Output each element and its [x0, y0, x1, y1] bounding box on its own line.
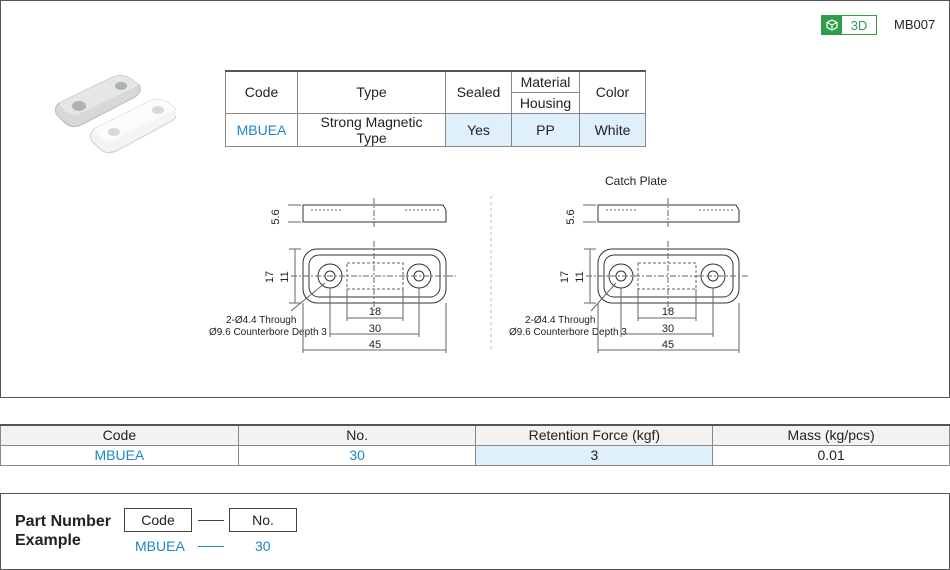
series-code: MB007 [894, 17, 936, 32]
part-number-panel: Part Number Example Code No. MBUEA 30 [0, 493, 950, 570]
magnet-drawing: 5.6 17 11 2-Ø4.4 Through Ø9.6 Counterbor… [209, 198, 456, 353]
technical-drawing: 5.6 17 11 2-Ø4.4 Through Ø9.6 Counterbor… [209, 196, 749, 353]
spec-header-code: Code [225, 70, 298, 114]
dim-45-magnet: 45 [369, 339, 381, 351]
performance-table: Code No. Retention Force (kgf) Mass (kg/… [0, 424, 950, 466]
dim-thickness-catch: 5.6 [565, 209, 577, 224]
perf-header-retention: Retention Force (kgf) [475, 424, 714, 446]
pn-no-box: No. [229, 508, 297, 532]
perf-header-mass: Mass (kg/pcs) [712, 424, 950, 446]
cube-icon [822, 16, 842, 34]
product-image [54, 74, 176, 154]
pn-no-value: 30 [255, 538, 271, 554]
spec-table: Code Type Sealed Material Color Housing … [225, 70, 646, 147]
dim-18-catch: 18 [662, 306, 674, 318]
perf-mass-cell: 0.01 [712, 444, 950, 466]
product-panel: 3D MB007 Code Type Sealed Material Color… [0, 0, 950, 398]
spec-sealed-cell: Yes [445, 112, 512, 147]
spec-header-sealed: Sealed [445, 70, 512, 114]
part-number-title-line2: Example [15, 532, 81, 549]
3d-label: 3D [850, 17, 868, 33]
perf-header-code: Code [0, 424, 239, 446]
pn-code-box: Code [124, 508, 192, 532]
pn-separator [198, 520, 224, 521]
dim-height-outer-magnet: 17 [264, 271, 276, 283]
spec-header-type: Type [297, 70, 446, 114]
part-number-title-line1: Part Number [15, 513, 112, 530]
dim-height-outer-catch: 17 [559, 271, 571, 283]
perf-no-link[interactable]: 30 [237, 444, 477, 466]
hole-note-2-catch: Ø9.6 Counterbore Depth 3 [509, 327, 627, 338]
part-number-title: Part Number Example [15, 512, 111, 550]
catch-plate-title: Catch Plate [605, 174, 668, 188]
hole-note-2-magnet: Ø9.6 Counterbore Depth 3 [209, 327, 327, 338]
dim-30-catch: 30 [662, 323, 674, 335]
dim-height-inner-catch: 11 [574, 271, 586, 282]
spec-type-cell: Strong Magnetic Type [297, 112, 446, 147]
pn-code-value: MBUEA [135, 538, 185, 554]
hole-note-1-catch: 2-Ø4.4 Through [525, 315, 595, 326]
spec-header-housing: Housing [511, 91, 580, 114]
dim-height-inner-magnet: 11 [279, 271, 291, 282]
spec-housing-cell: PP [511, 112, 580, 147]
perf-header-no: No. [237, 424, 477, 446]
perf-retention-cell: 3 [475, 444, 714, 466]
hole-note-1-magnet: 2-Ø4.4 Through [226, 315, 296, 326]
perf-code-link[interactable]: MBUEA [0, 444, 239, 466]
dim-45-catch: 45 [662, 339, 674, 351]
spec-code-link[interactable]: MBUEA [225, 112, 298, 147]
3d-model-button[interactable]: 3D [821, 15, 877, 35]
dim-30-magnet: 30 [369, 323, 381, 335]
spec-header-color: Color [579, 70, 646, 114]
catch-plate-drawing: 5.6 17 11 2-Ø4.4 Through Ø9.6 Counterbor… [509, 198, 749, 353]
dim-thickness-magnet: 5.6 [270, 209, 282, 224]
dim-18-magnet: 18 [369, 306, 381, 318]
spec-header-material: Material [511, 70, 580, 93]
spec-color-cell: White [579, 112, 646, 147]
pn-value-separator [198, 546, 224, 547]
